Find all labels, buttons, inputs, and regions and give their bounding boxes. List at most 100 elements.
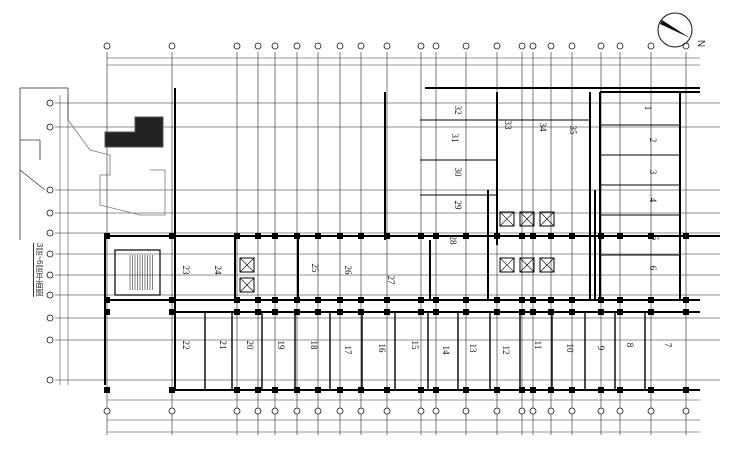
room-number-label: 13 xyxy=(468,344,478,354)
axis-bubble xyxy=(568,407,576,415)
column xyxy=(104,233,110,239)
room-number-label: 11 xyxy=(533,341,543,350)
room-number-label: 22 xyxy=(181,341,191,350)
axis-bubble xyxy=(254,407,262,415)
axis-bubble xyxy=(336,407,344,415)
column xyxy=(337,309,343,315)
site-outline xyxy=(67,119,166,216)
elevator xyxy=(499,257,515,273)
axis-bubble xyxy=(462,407,470,415)
column xyxy=(683,309,689,315)
column xyxy=(494,309,500,315)
room-number-label: 2 xyxy=(648,138,658,143)
column xyxy=(530,309,536,315)
column xyxy=(519,233,525,239)
axis-bubble xyxy=(383,42,391,50)
elevator-x xyxy=(539,211,555,227)
column xyxy=(617,387,623,393)
axis-bubble xyxy=(616,42,624,50)
hatched-building xyxy=(104,116,164,148)
column xyxy=(234,233,240,239)
column xyxy=(648,233,654,239)
column xyxy=(433,233,439,239)
column xyxy=(418,297,424,303)
axis-bubble xyxy=(518,407,526,415)
axis-bubble xyxy=(383,407,391,415)
axis-bubble xyxy=(46,376,54,384)
elevator-x xyxy=(539,257,555,273)
column xyxy=(169,297,175,303)
elevator xyxy=(519,211,535,227)
site-line xyxy=(19,169,46,191)
axis-bubble xyxy=(357,407,365,415)
column xyxy=(384,233,390,239)
room-number-label: 21 xyxy=(218,341,228,350)
column xyxy=(569,309,575,315)
room-number-label: 24 xyxy=(213,266,223,276)
room-number-label: 27 xyxy=(386,276,396,286)
column xyxy=(234,297,240,303)
axis-bubble xyxy=(597,407,605,415)
column xyxy=(384,387,390,393)
room-number-label: 33 xyxy=(503,121,513,131)
room-number-label: 5 xyxy=(650,236,660,241)
column xyxy=(272,387,278,393)
elevator-x xyxy=(239,277,255,293)
room-number-label: 16 xyxy=(377,344,387,354)
column xyxy=(648,309,654,315)
column xyxy=(255,233,261,239)
column xyxy=(569,233,575,239)
room-number-label: 10 xyxy=(565,344,575,354)
axis-grid xyxy=(46,42,720,435)
column xyxy=(315,309,321,315)
column xyxy=(617,233,623,239)
column xyxy=(530,387,536,393)
column xyxy=(519,297,525,303)
axis-bubble xyxy=(417,42,425,50)
room-number-label: 34 xyxy=(538,123,548,133)
column xyxy=(418,387,424,393)
axis-bubble xyxy=(168,407,176,415)
column xyxy=(272,297,278,303)
column xyxy=(433,309,439,315)
elevator-x xyxy=(499,257,515,273)
column xyxy=(104,309,110,315)
column xyxy=(433,387,439,393)
room-number-label: 23 xyxy=(181,266,191,276)
walls xyxy=(104,87,720,393)
axis-bubble xyxy=(432,407,440,415)
column xyxy=(358,387,364,393)
stair xyxy=(114,249,161,296)
axis-bubble xyxy=(293,407,301,415)
column xyxy=(617,297,623,303)
column xyxy=(548,309,554,315)
axis-bubble xyxy=(493,42,501,50)
column xyxy=(315,387,321,393)
column xyxy=(548,387,554,393)
axis-bubble xyxy=(357,42,365,50)
axis-bubble xyxy=(417,407,425,415)
axis-bubble xyxy=(547,407,555,415)
axis-bubble xyxy=(647,42,655,50)
elevator-x xyxy=(519,257,535,273)
column xyxy=(358,297,364,303)
elevator xyxy=(539,211,555,227)
axis-bubble xyxy=(597,42,605,50)
column xyxy=(169,309,175,315)
column xyxy=(683,387,689,393)
axis-bubble xyxy=(46,336,54,344)
column xyxy=(234,387,240,393)
axis-bubble xyxy=(529,42,537,50)
elevator-x xyxy=(519,211,535,227)
axis-bubble xyxy=(46,250,54,258)
column xyxy=(648,297,654,303)
column xyxy=(384,297,390,303)
room-number-label: 15 xyxy=(410,341,420,351)
column xyxy=(530,233,536,239)
north-label: N xyxy=(695,39,707,48)
drawing-title: 3层~6层平面图 xyxy=(33,243,44,297)
column xyxy=(598,233,604,239)
room-number-label: 29 xyxy=(453,201,463,211)
column xyxy=(463,309,469,315)
